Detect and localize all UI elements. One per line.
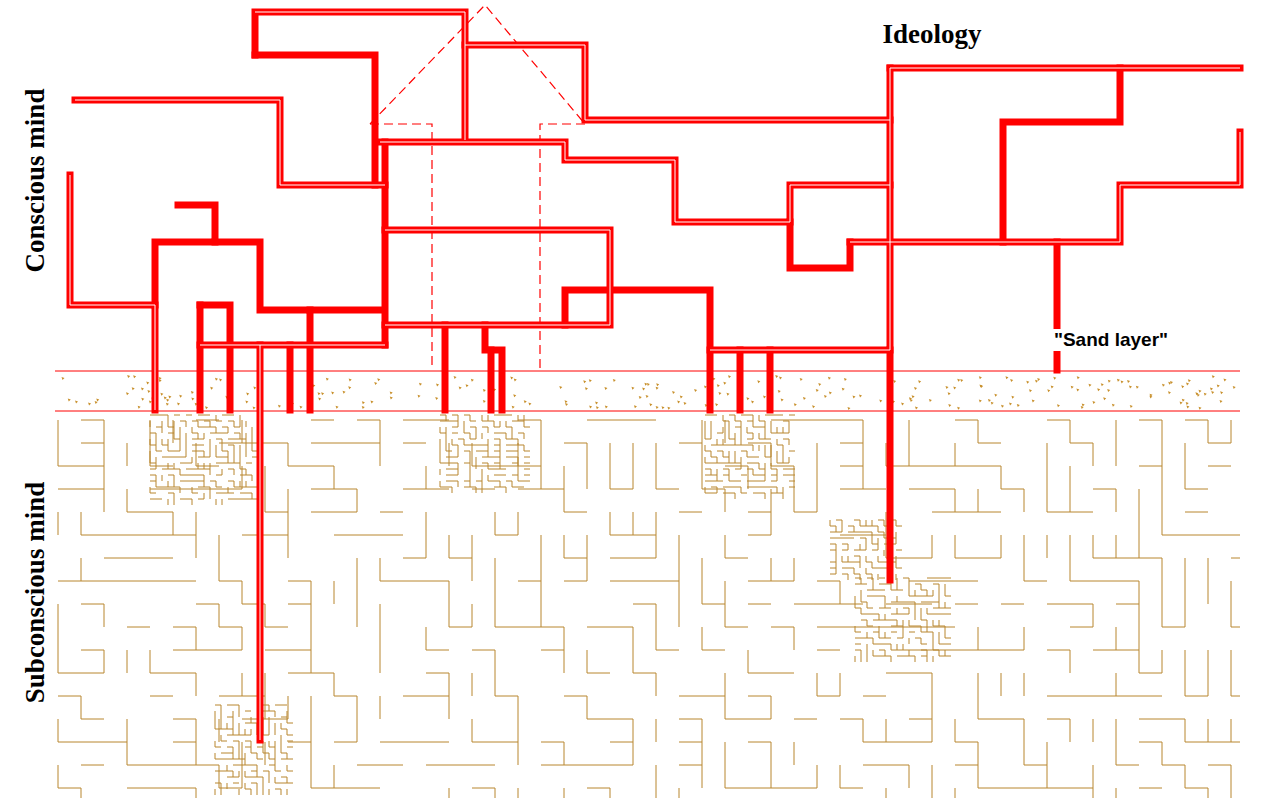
- region-label: Conscious mind: [21, 88, 52, 272]
- sand-grains: [62, 375, 1236, 410]
- ideology-branches: [70, 12, 1240, 740]
- branch-inner-lines: [70, 12, 1240, 740]
- ideology-title: Ideology: [882, 19, 981, 50]
- layer-label: "Sand layer": [1051, 329, 1171, 351]
- house-outline: [370, 5, 585, 370]
- maze-lines: [58, 415, 1240, 798]
- region-label: Subconscious mind: [21, 481, 52, 702]
